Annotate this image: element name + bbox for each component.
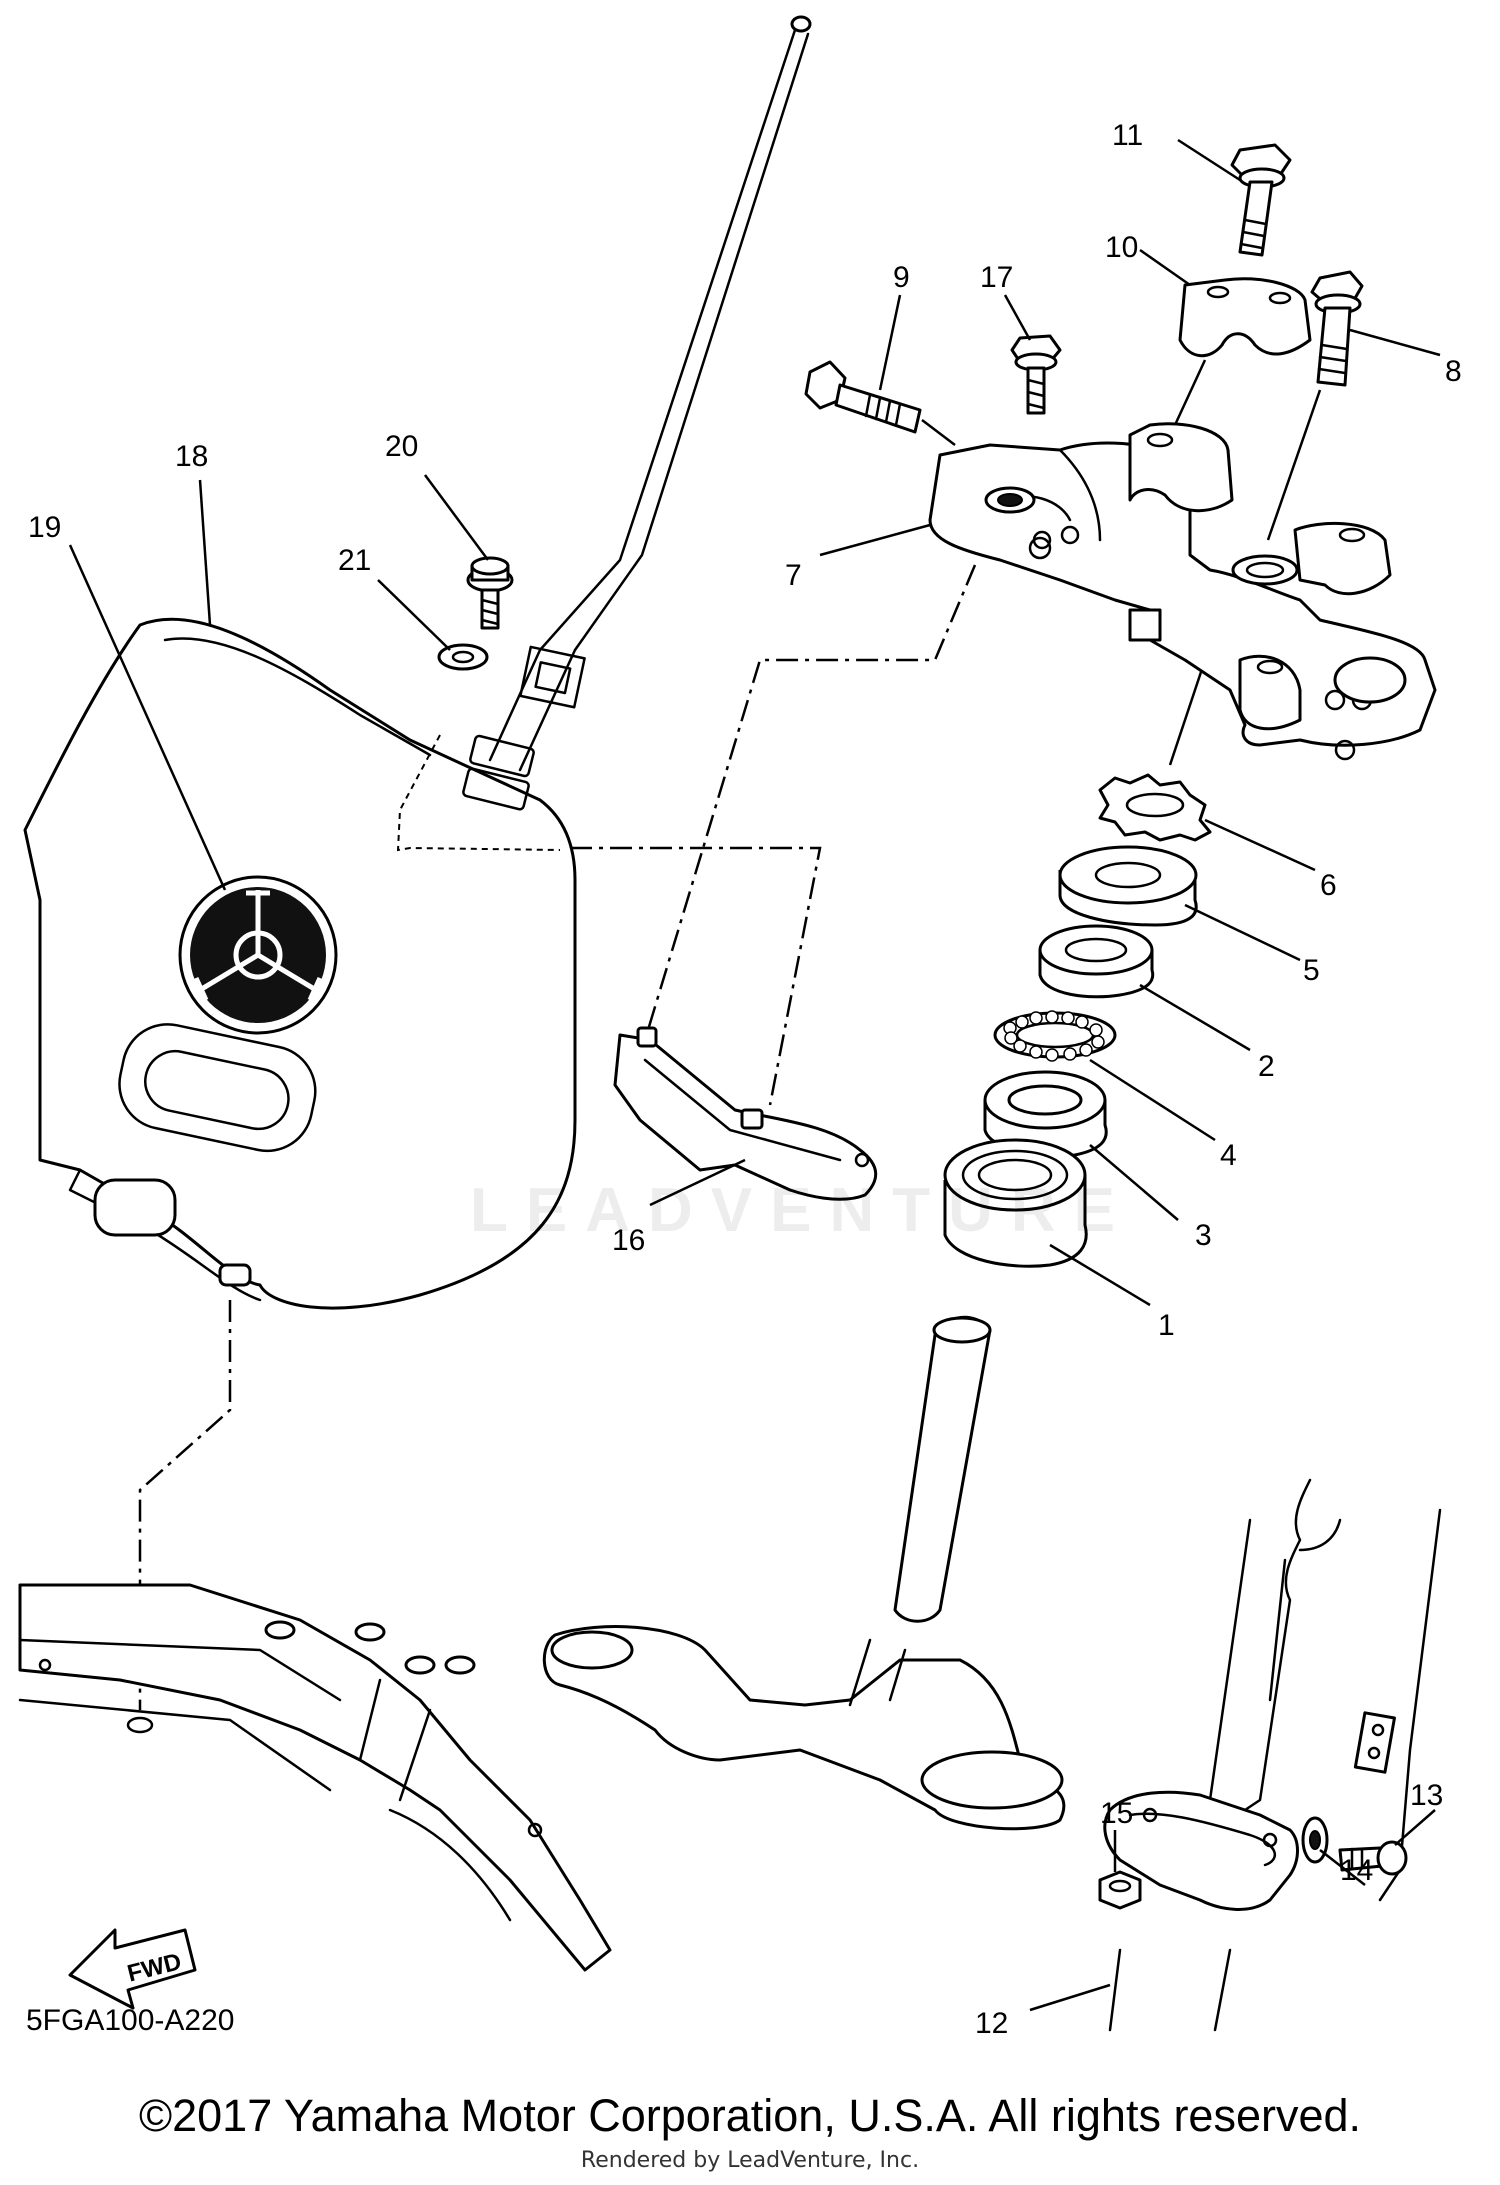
- callout-6: 6: [1320, 869, 1337, 902]
- screw-part-20: [466, 556, 514, 630]
- bolt-part-17: [1010, 334, 1062, 415]
- callout-13: 13: [1410, 1779, 1443, 1812]
- callout-2: 2: [1258, 1050, 1275, 1083]
- callout-14: 14: [1340, 1854, 1373, 1887]
- upper-bracket-part-7: [928, 422, 1437, 761]
- callout-8: 8: [1445, 355, 1462, 388]
- callout-10: 10: [1105, 231, 1138, 264]
- bolt-part-9: [804, 360, 922, 434]
- callout-12: 12: [975, 2007, 1008, 2040]
- fork-clamp-part-12: [1103, 1790, 1299, 1911]
- yamaha-emblem-part-19: [178, 875, 338, 1035]
- ring-nut-part-6: [1098, 773, 1212, 842]
- watermark: LEADVENTURE: [470, 1176, 1134, 1245]
- copyright-notice: ©2017 Yamaha Motor Corporation, U.S.A. A…: [138, 2090, 1362, 2141]
- callout-17: 17: [980, 261, 1013, 294]
- callout-16: 16: [612, 1224, 645, 1257]
- diagram-code: 5FGA100-A220: [26, 2004, 235, 2037]
- hose-guide-part-16: [613, 1026, 878, 1201]
- handlebar-holder-part-10: [1178, 277, 1312, 358]
- callout-5: 5: [1303, 954, 1320, 987]
- bearing-race-part-2: [1038, 924, 1155, 999]
- callout-4: 4: [1220, 1139, 1237, 1172]
- callout-3: 3: [1195, 1219, 1212, 1252]
- front-fork: [1108, 1478, 1442, 2032]
- callout-labels: 1 2 3 4 5 6 7 8 9 10 11 12 13 14 15 16 1…: [28, 119, 1462, 2040]
- cable-routing: [488, 15, 812, 772]
- washer-part-21: [437, 643, 489, 671]
- callout-7: 7: [785, 559, 802, 592]
- fwd-arrow-icon: FWD: [68, 1928, 197, 2010]
- steering-stem-lower-bracket: [542, 1315, 1066, 1831]
- dust-seal-part-5: [1058, 845, 1198, 927]
- rendered-by-notice: Rendered by LeadVenture, Inc.: [580, 2148, 920, 2173]
- front-fender: [18, 1583, 612, 1972]
- callout-11: 11: [1112, 119, 1143, 152]
- bolt-part-13: [1338, 1840, 1408, 1876]
- callout-21: 21: [338, 544, 371, 577]
- callout-9: 9: [893, 261, 910, 294]
- ball-bearing-part-4: [993, 1010, 1117, 1062]
- callout-19: 19: [28, 511, 61, 544]
- nut-part-15: [1098, 1870, 1142, 1910]
- callout-18: 18: [175, 440, 208, 473]
- bolt-part-11: [1230, 143, 1292, 257]
- washer-part-14: [1301, 1816, 1329, 1864]
- callout-leader-lines: [68, 138, 1441, 2012]
- bolt-part-8: [1310, 270, 1364, 387]
- lower-bearing-part-1: [943, 1138, 1088, 1268]
- callout-1: 1: [1158, 1309, 1175, 1342]
- callout-20: 20: [385, 430, 418, 463]
- callout-15: 15: [1100, 1797, 1133, 1830]
